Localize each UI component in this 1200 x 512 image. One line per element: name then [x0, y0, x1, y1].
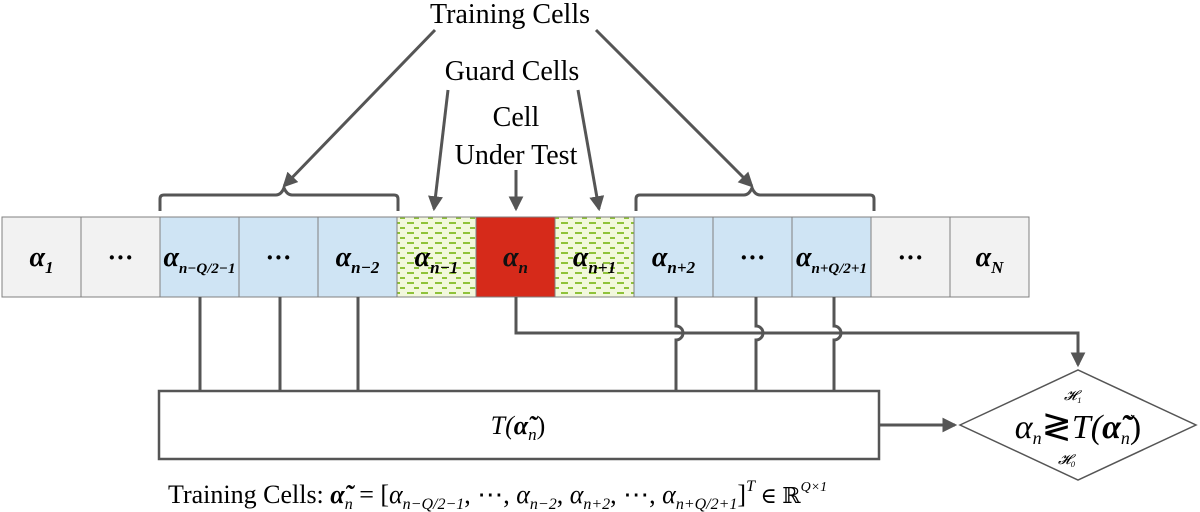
- threshold-expression: T(α̃n): [491, 411, 546, 444]
- wire-right-1: [674, 297, 685, 391]
- cut-label-line1: Cell: [493, 102, 540, 133]
- decision-expression: αn≷T(α̃n): [1015, 406, 1141, 448]
- cell-label: αn+1: [573, 242, 616, 277]
- cell-guard: [554, 216, 635, 298]
- cells-row: α1 ··· αn−Q/2−1 ··· αn−2 αn−1 αn αn+1 αn+2 ··· αn+…: [1, 216, 1030, 298]
- cell-label: αn: [503, 242, 528, 277]
- wire-right-3: [832, 297, 843, 391]
- threshold-box: [157, 389, 881, 461]
- cell-training: [317, 216, 398, 298]
- cell-label: ···: [739, 243, 765, 272]
- cell-training: [791, 216, 872, 298]
- cell-guard: [396, 216, 477, 298]
- cell-training: [159, 216, 240, 298]
- training-right-arrow: [594, 28, 754, 188]
- guard-left-arrow: [428, 89, 450, 212]
- cell-label: αn+Q/2+1: [796, 242, 867, 277]
- cell-label: ···: [265, 243, 291, 272]
- cell-label: ···: [107, 243, 133, 272]
- cell-normal: [870, 216, 951, 298]
- decision-diamond: [958, 369, 1198, 481]
- cell-normal: [80, 216, 161, 298]
- cell-label: αn−Q/2−1: [163, 242, 235, 277]
- cell-training: [633, 216, 714, 298]
- cell-label: αn−1: [415, 242, 459, 277]
- caption-prefix: Training Cells:: [168, 480, 324, 509]
- cell-cut: [475, 216, 556, 298]
- right-training-brace: [634, 184, 876, 211]
- training-cells-label: Training Cells: [430, 0, 590, 30]
- wire-right-2: [754, 297, 765, 391]
- cell-label: α1: [30, 242, 54, 277]
- cut-wire: [514, 297, 1086, 368]
- cell-label: ···: [897, 243, 923, 272]
- training-left-arrow: [282, 28, 437, 188]
- left-training-brace: [158, 184, 400, 211]
- cell-label: αN: [976, 242, 1005, 277]
- cell-label: αn+2: [652, 242, 696, 277]
- cell-normal: [949, 216, 1030, 298]
- cell-normal: [1, 216, 82, 298]
- cut-label-line2: Under Test: [455, 140, 578, 171]
- cell-label: αn−2: [336, 242, 380, 277]
- guard-right-arrow: [576, 89, 605, 212]
- h1-label: 𝓗₁: [1064, 389, 1082, 404]
- guard-cells-label: Guard Cells: [445, 56, 580, 87]
- h0-label: 𝓗₀: [1058, 453, 1076, 468]
- caption: Training Cells: α̃n = [αn−Q/2−1, ⋯, αn−2…: [168, 478, 827, 512]
